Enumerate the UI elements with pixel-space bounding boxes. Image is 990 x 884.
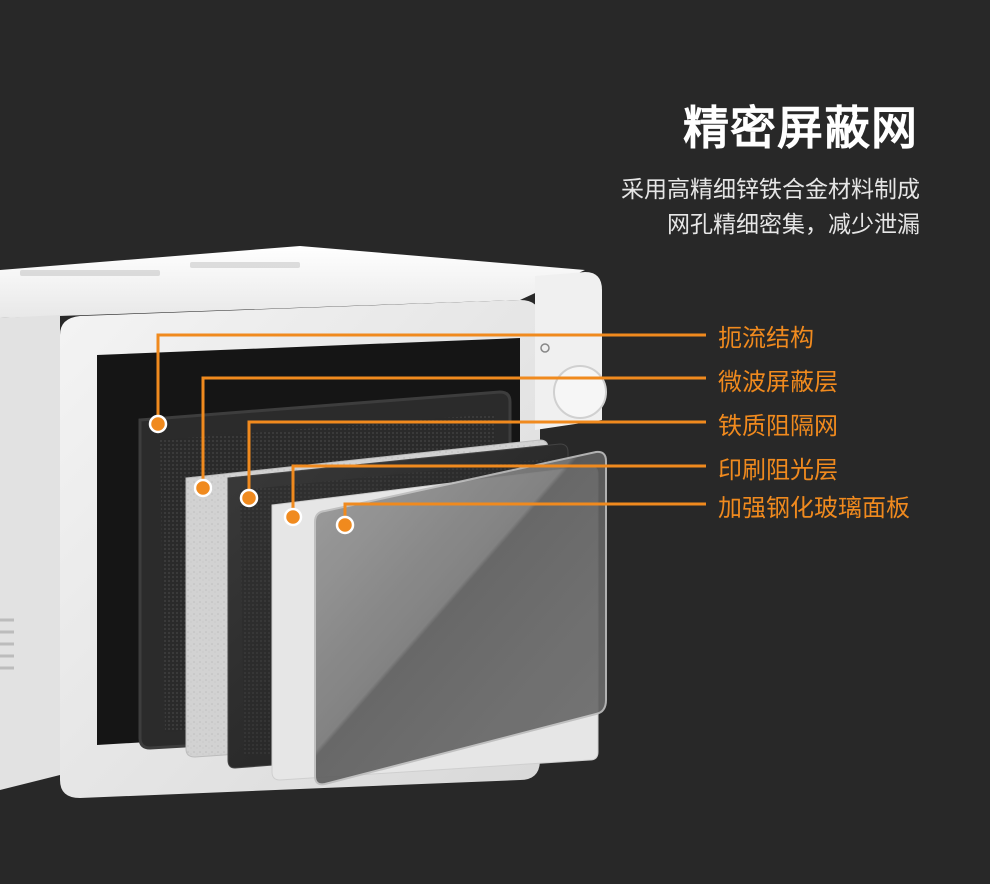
top-vent-icon bbox=[20, 262, 300, 276]
label-tempered-glass: 加强钢化玻璃面板 bbox=[718, 494, 910, 522]
subtitle-line-2: 网孔精细密集，减少泄漏 bbox=[667, 212, 920, 238]
callout-lines bbox=[156, 333, 706, 525]
callout-line-print bbox=[291, 464, 706, 517]
label-iron-mesh: 铁质阻隔网 bbox=[718, 412, 838, 440]
page-title: 精密屏蔽网 bbox=[683, 101, 918, 155]
callout-dot-icon bbox=[283, 507, 303, 527]
label-choke-structure: 扼流结构 bbox=[718, 324, 814, 352]
callout-line-iron bbox=[247, 420, 706, 498]
label-printed-blackout: 印刷阻光层 bbox=[718, 456, 838, 484]
layer-tempered-glass bbox=[314, 450, 607, 786]
callout-line-shield bbox=[201, 376, 706, 488]
callout-dots bbox=[148, 414, 355, 535]
control-knob-icon bbox=[553, 365, 607, 419]
callout-dot-icon bbox=[193, 478, 213, 498]
microwave-top bbox=[0, 246, 585, 318]
callout-dot-icon bbox=[148, 414, 168, 434]
subtitle-line-1: 采用高精细锌铁合金材料制成 bbox=[621, 177, 920, 203]
side-vent-icon bbox=[0, 618, 14, 670]
callout-dot-icon bbox=[335, 515, 355, 535]
callout-line-choke bbox=[156, 333, 706, 424]
power-icon bbox=[540, 343, 550, 353]
label-microwave-shield: 微波屏蔽层 bbox=[718, 368, 838, 396]
callout-dot-icon bbox=[239, 488, 259, 508]
microwave-side bbox=[0, 315, 60, 790]
